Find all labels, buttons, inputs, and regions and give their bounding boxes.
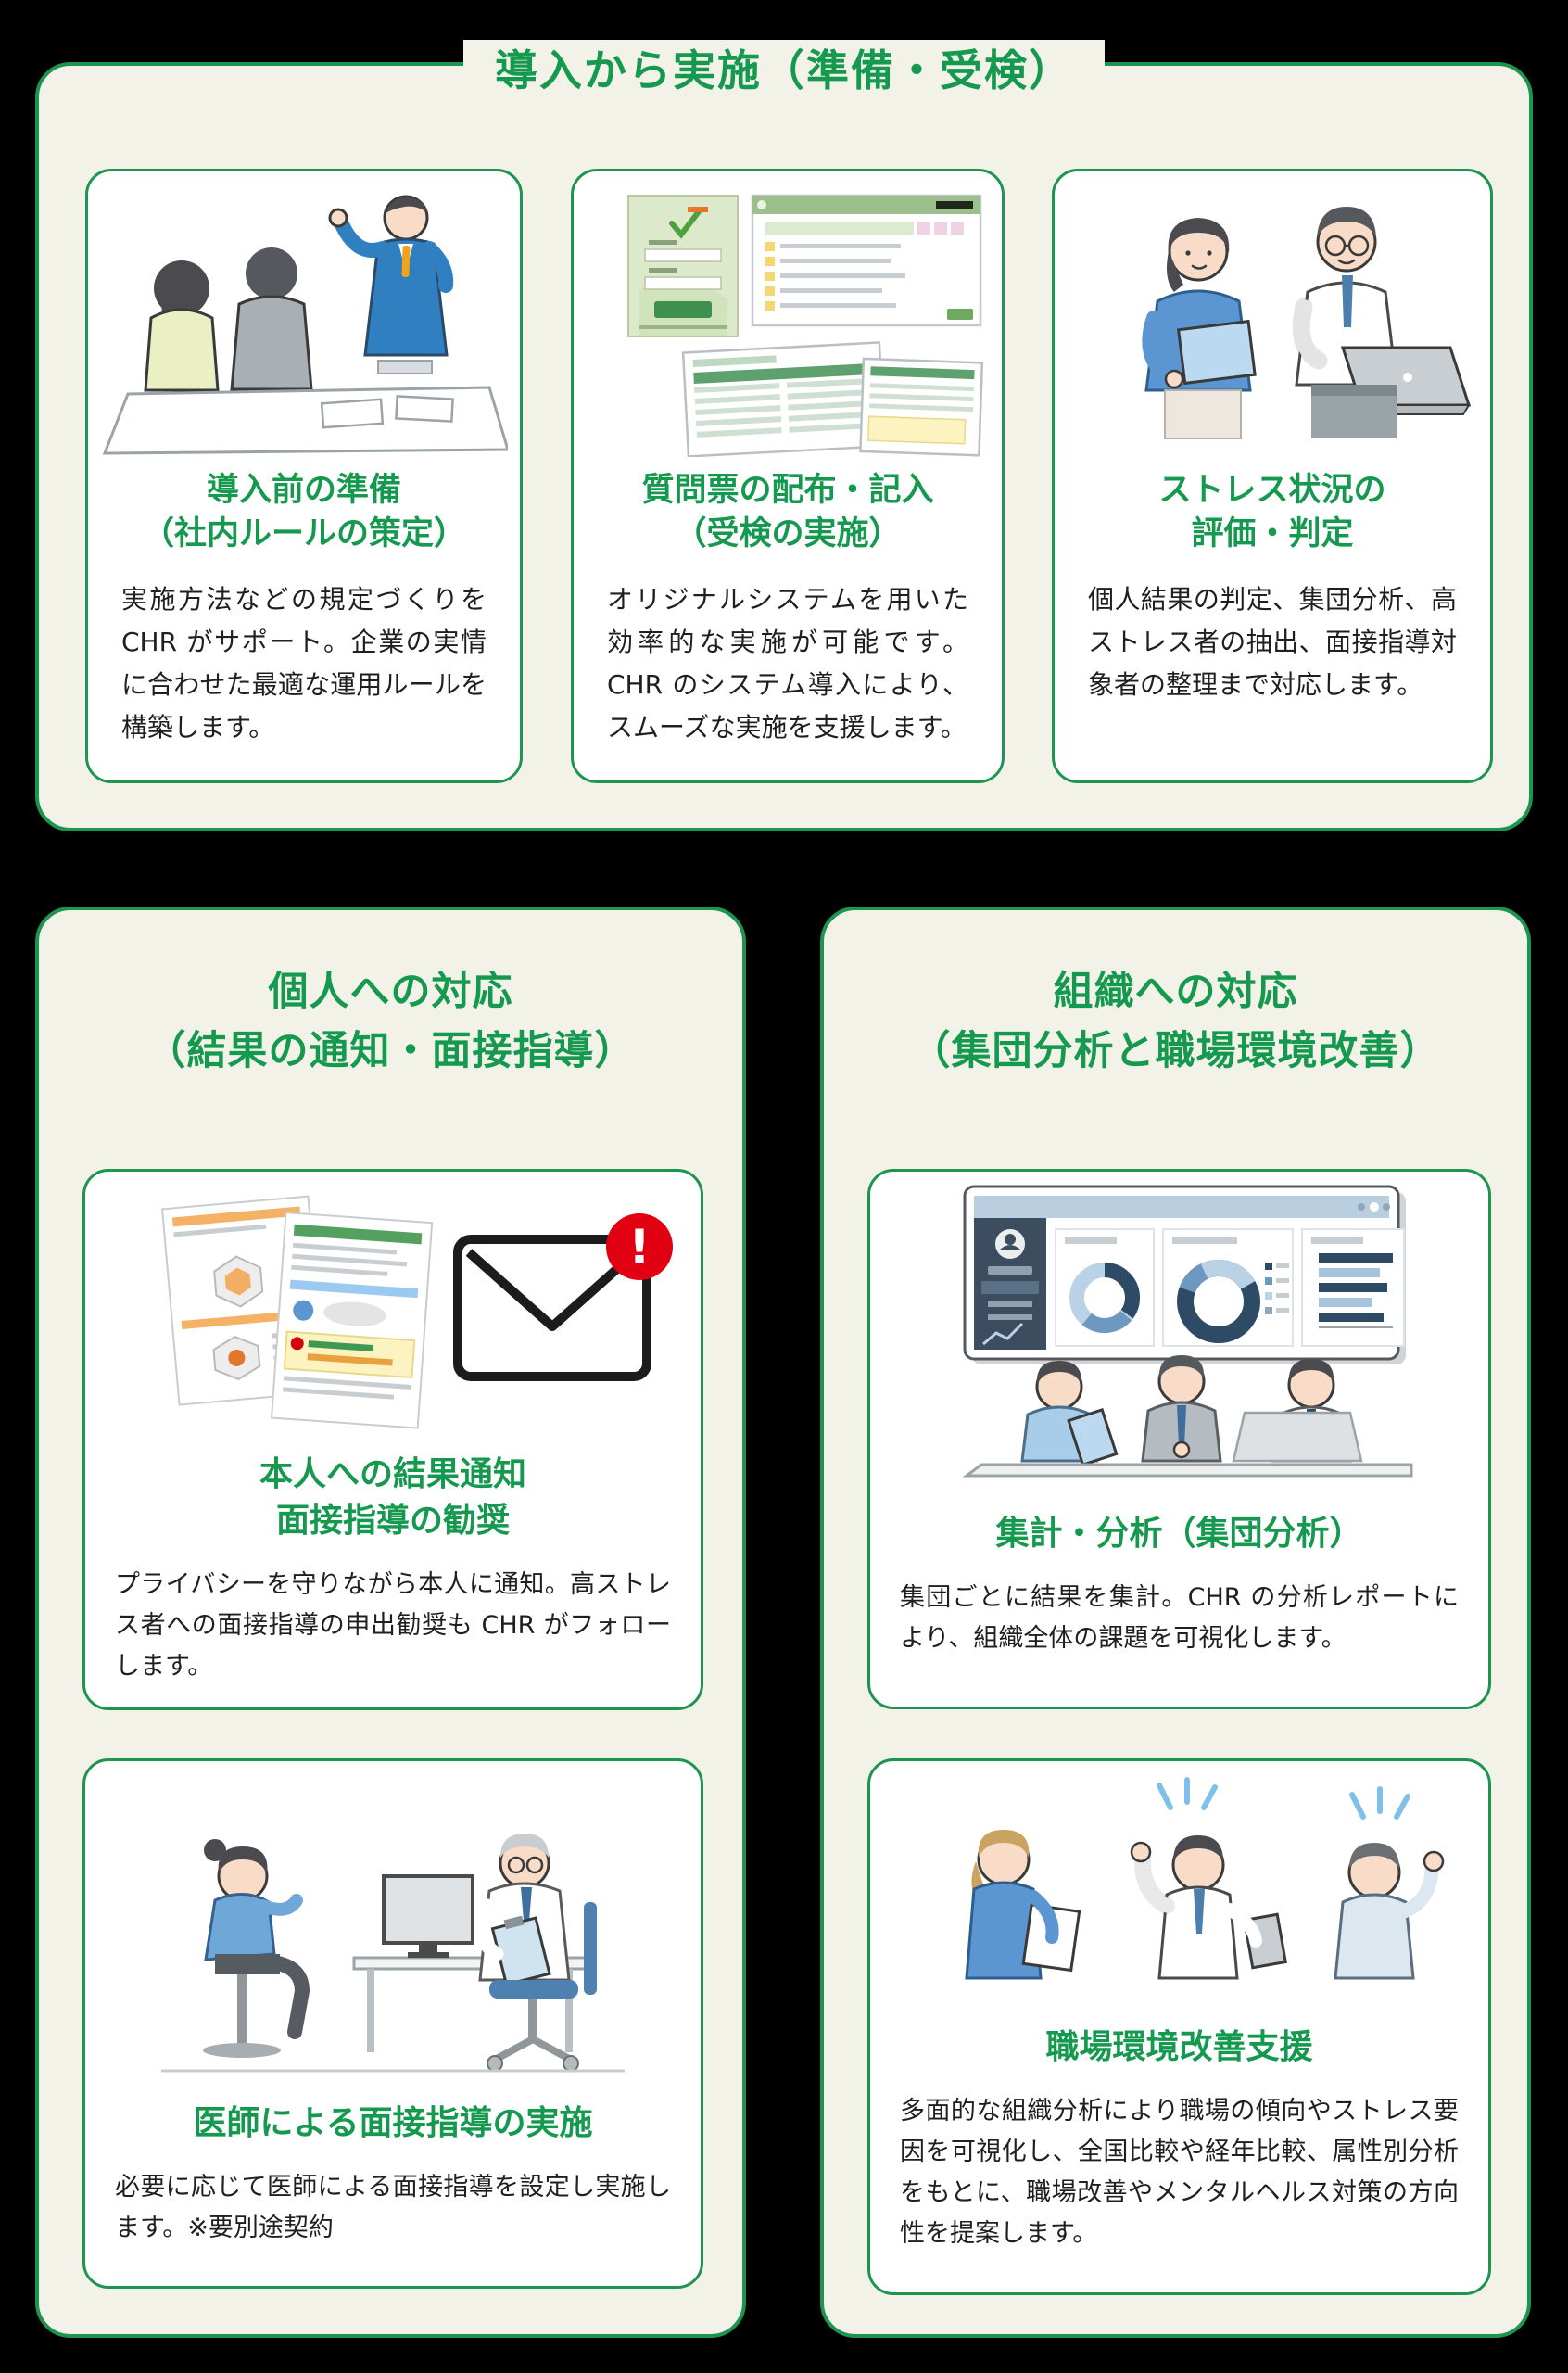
card-result-notification-heading: 本人への結果通知 面接指導の勧奨	[85, 1452, 701, 1544]
doctor-interview-illustration	[85, 1761, 701, 2097]
card-group-analysis-heading: 集計・分析（集団分析）	[995, 1515, 1363, 1553]
card-workplace-improvement-body: 多面的な組織分析により職場の傾向やストレス要因を可視化し、全国比較や経年比較、属…	[900, 2097, 1459, 2248]
card-questionnaire: 質問票の配布・記入 （受検の実施） オリジナルシステムを用いた効率的な実施が可能…	[571, 169, 1005, 783]
personal-panel-title-line2: （結果の通知・面接指導）	[145, 1028, 636, 1074]
card-evaluation-heading-line1: ストレス状況の	[1158, 472, 1386, 509]
card-result-notification: ! 本人への結果通知 面接指導の勧奨 プライバシーを守りながら本人に通知。高スト…	[82, 1169, 703, 1710]
organization-panel-title-line1: 組織への対応	[1053, 969, 1298, 1015]
card-questionnaire-heading: 質問票の配布・記入 （受検の実施）	[574, 469, 1002, 556]
organization-response-panel: 組織への対応 （集団分析と職場環境改善）	[820, 907, 1531, 2338]
personal-panel-title: 個人への対応 （結果の通知・面接指導）	[39, 962, 742, 1081]
card-result-notification-body: プライバシーを守りながら本人に通知。高ストレス者への面接指導の申出勧奨も CHR…	[115, 1570, 671, 1681]
analysis-dashboard-icon	[962, 1185, 1412, 1478]
alert-exclamation-icon: !	[628, 1220, 651, 1275]
card-doctor-interview: 医師による面接指導の実施 必要に応じて医師による面接指導を設定し実施します。※要…	[82, 1758, 703, 2289]
questionnaire-screens-icon	[627, 194, 984, 457]
card-evaluation-body: 個人結果の判定、集団分析、高ストレス者の抽出、面接指導対象者の整理まで対応します…	[1088, 584, 1457, 700]
card-preparation-heading-line2: （社内ルールの策定）	[141, 515, 466, 552]
card-evaluation-heading-line2: 評価・判定	[1191, 515, 1354, 552]
card-questionnaire-body: オリジナルシステムを用いた効率的な実施が可能です。CHR のシステム導入により、…	[607, 584, 968, 742]
result-notification-heading-line1: 本人への結果通知	[259, 1455, 526, 1493]
card-group-analysis: 集計・分析（集団分析） 集団ごとに結果を集計。CHR の分析レポートにより、組織…	[867, 1169, 1491, 1709]
colleagues-laptop-icon	[1142, 206, 1472, 439]
questionnaire-screens-illustration	[574, 171, 1002, 463]
card-preparation: 導入前の準備 （社内ルールの策定） 実施方法などの規定づくりを CHR がサポー…	[85, 169, 523, 783]
workplace-improvement-icon	[964, 1777, 1444, 1980]
colleagues-laptop-illustration	[1055, 171, 1490, 463]
card-preparation-body: 実施方法などの規定づくりを CHR がサポート。企業の実情に合わせた最適な運用ル…	[121, 584, 487, 742]
result-report-envelope-illustration: !	[85, 1172, 701, 1448]
card-group-analysis-body: 集団ごとに結果を集計。CHR の分析レポートにより、組織全体の課題を可視化します…	[900, 1583, 1459, 1653]
card-questionnaire-heading-line2: （受検の実施）	[674, 515, 902, 552]
card-preparation-heading-line1: 導入前の準備	[206, 472, 401, 509]
personal-response-panel: 個人への対応 （結果の通知・面接指導）	[35, 907, 746, 2338]
result-notification-heading-line2: 面接指導の勧奨	[275, 1502, 510, 1540]
card-doctor-interview-body: 必要に応じて医師による面接指導を設定し実施します。※要別途契約	[115, 2173, 671, 2242]
implementation-panel-title: 導入から実施（準備・受検）	[463, 40, 1105, 101]
meeting-presentation-icon	[102, 195, 508, 455]
analysis-dashboard-illustration	[870, 1172, 1488, 1507]
organization-panel-title: 組織への対応 （集団分析と職場環境改善）	[824, 962, 1527, 1081]
report-and-envelope-icon: !	[160, 1195, 673, 1429]
card-evaluation: ストレス状況の 評価・判定 個人結果の判定、集団分析、高ストレス者の抽出、面接指…	[1052, 169, 1493, 783]
card-preparation-heading: 導入前の準備 （社内ルールの策定）	[88, 469, 520, 556]
implementation-panel: 導入から実施（準備・受検）	[35, 40, 1533, 831]
card-questionnaire-heading-line1: 質問票の配布・記入	[641, 472, 934, 509]
doctor-interview-icon	[161, 1834, 625, 2073]
card-workplace-improvement-heading: 職場環境改善支援	[1045, 2028, 1313, 2066]
card-evaluation-heading: ストレス状況の 評価・判定	[1055, 469, 1490, 556]
organization-panel-title-line2: （集団分析と職場環境改善）	[910, 1028, 1441, 1074]
workplace-improvement-illustration	[870, 1761, 1488, 2021]
personal-panel-title-line1: 個人への対応	[268, 969, 513, 1015]
card-doctor-interview-heading: 医師による面接指導の実施	[193, 2104, 593, 2142]
meeting-presentation-illustration	[88, 171, 520, 463]
card-workplace-improvement: 職場環境改善支援 多面的な組織分析により職場の傾向やストレス要因を可視化し、全国…	[867, 1758, 1491, 2295]
